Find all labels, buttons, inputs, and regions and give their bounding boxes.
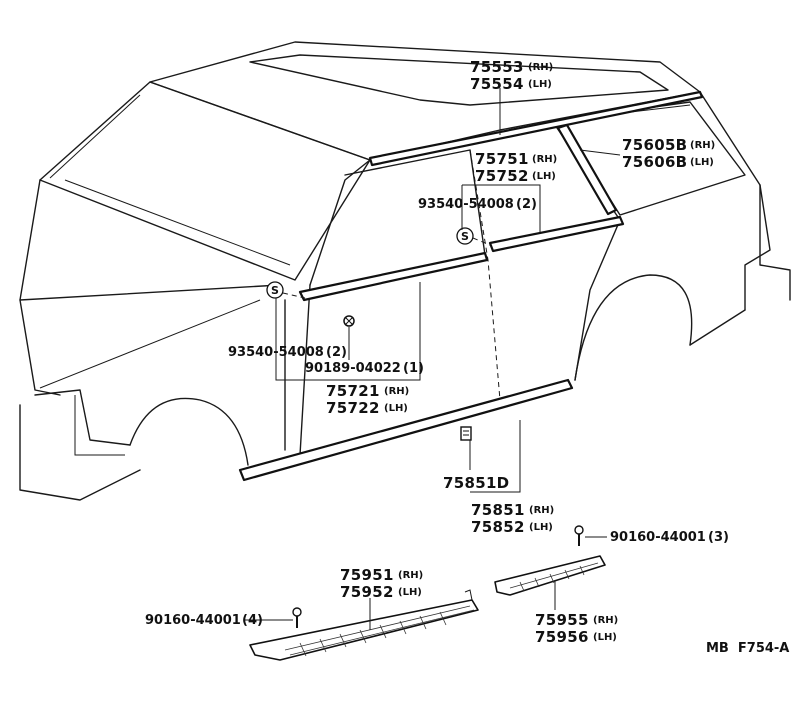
label-rear-clip: 93540-54008 (2)	[418, 197, 537, 212]
front-scuff-plate[interactable]	[249, 589, 479, 661]
svg-text:(RH): (RH)	[690, 140, 715, 151]
svg-text:75851D: 75851D	[443, 474, 509, 492]
label-front-screw: 90189-04022 (1)	[305, 361, 424, 376]
sealant-symbol-rear: S	[456, 227, 474, 245]
svg-text:(2): (2)	[516, 197, 537, 212]
svg-text:(2): (2)	[326, 345, 347, 360]
svg-text:75721: 75721	[326, 382, 380, 400]
svg-text:90160-44001: 90160-44001	[610, 530, 706, 545]
svg-text:75553: 75553	[470, 58, 524, 76]
hardware	[292, 315, 584, 628]
moldings	[238, 90, 704, 482]
svg-text:(LH): (LH)	[529, 522, 553, 533]
svg-text:(RH): (RH)	[528, 62, 553, 73]
label-rear-scuff-screw: 90160-44001 (3)	[610, 530, 729, 545]
rear-scuff-plate[interactable]	[494, 555, 606, 596]
svg-text:90160-44001: 90160-44001	[145, 613, 241, 628]
label-front-clip: 93540-54008 (2)	[228, 345, 347, 360]
rocker-molding[interactable]	[238, 378, 574, 482]
rear-door-belt-molding[interactable]	[488, 215, 625, 253]
figure-reference: MB F754-A	[706, 641, 789, 656]
front-door-belt-molding[interactable]	[298, 251, 489, 302]
svg-text:(4): (4)	[242, 613, 263, 628]
svg-text:75606B: 75606B	[622, 153, 687, 171]
label-front-scuff-plate: 75951 (RH) 75952 (LH)	[340, 566, 423, 601]
svg-text:75956: 75956	[535, 628, 589, 646]
svg-text:93540-54008: 93540-54008	[228, 345, 324, 360]
label-front-door-belt-molding: 75721 (RH) 75722 (LH)	[326, 382, 409, 417]
svg-text:75955: 75955	[535, 611, 589, 629]
svg-text:(RH): (RH)	[593, 615, 618, 626]
label-rocker-clip: 75851D	[443, 474, 509, 492]
svg-text:(LH): (LH)	[690, 157, 714, 168]
label-rear-scuff-plate: 75955 (RH) 75956 (LH)	[535, 611, 618, 646]
svg-text:75851: 75851	[471, 501, 525, 519]
label-front-scuff-screw: 90160-44001 (4)	[145, 613, 263, 628]
svg-text:(RH): (RH)	[384, 386, 409, 397]
quarter-window-molding[interactable]	[556, 123, 618, 216]
svg-text:(LH): (LH)	[384, 403, 408, 414]
car-body-outline	[19, 41, 791, 501]
svg-text:75751: 75751	[475, 150, 529, 168]
label-quarter-window-molding: 75605B (RH) 75606B (LH)	[622, 136, 715, 171]
front-screw-icon[interactable]	[343, 315, 355, 327]
svg-text:(RH): (RH)	[529, 505, 554, 516]
svg-text:(LH): (LH)	[593, 632, 617, 643]
svg-text:75852: 75852	[471, 518, 525, 536]
svg-text:93540-54008: 93540-54008	[418, 197, 514, 212]
sealant-symbol-front: S	[266, 281, 284, 299]
rocker-clip-icon[interactable]	[460, 426, 472, 441]
svg-text:(RH): (RH)	[532, 154, 557, 165]
svg-text:(LH): (LH)	[398, 587, 422, 598]
label-rear-door-belt-molding: 75751 (RH) 75752 (LH)	[475, 150, 557, 185]
svg-text:(3): (3)	[708, 530, 729, 545]
svg-text:75605B: 75605B	[622, 136, 687, 154]
svg-text:(LH): (LH)	[528, 79, 552, 90]
roof-molding[interactable]	[368, 90, 704, 167]
svg-text:75952: 75952	[340, 583, 394, 601]
leader-lines	[245, 88, 621, 630]
svg-text:90189-04022: 90189-04022	[305, 361, 401, 376]
svg-text:(LH): (LH)	[532, 171, 556, 182]
svg-text:(1): (1)	[403, 361, 424, 376]
svg-text:S: S	[271, 284, 279, 297]
svg-text:(RH): (RH)	[398, 570, 423, 581]
svg-text:75722: 75722	[326, 399, 380, 417]
svg-text:75554: 75554	[470, 75, 524, 93]
svg-text:S: S	[461, 230, 469, 243]
label-rocker-molding: 75851 (RH) 75852 (LH)	[471, 501, 554, 536]
svg-text:75752: 75752	[475, 167, 529, 185]
svg-text:75951: 75951	[340, 566, 394, 584]
label-roof-molding: 75553 (RH) 75554 (LH)	[470, 58, 553, 93]
rear-scuff-screw-icon[interactable]	[574, 525, 584, 546]
front-scuff-screw-icon[interactable]	[292, 607, 302, 628]
